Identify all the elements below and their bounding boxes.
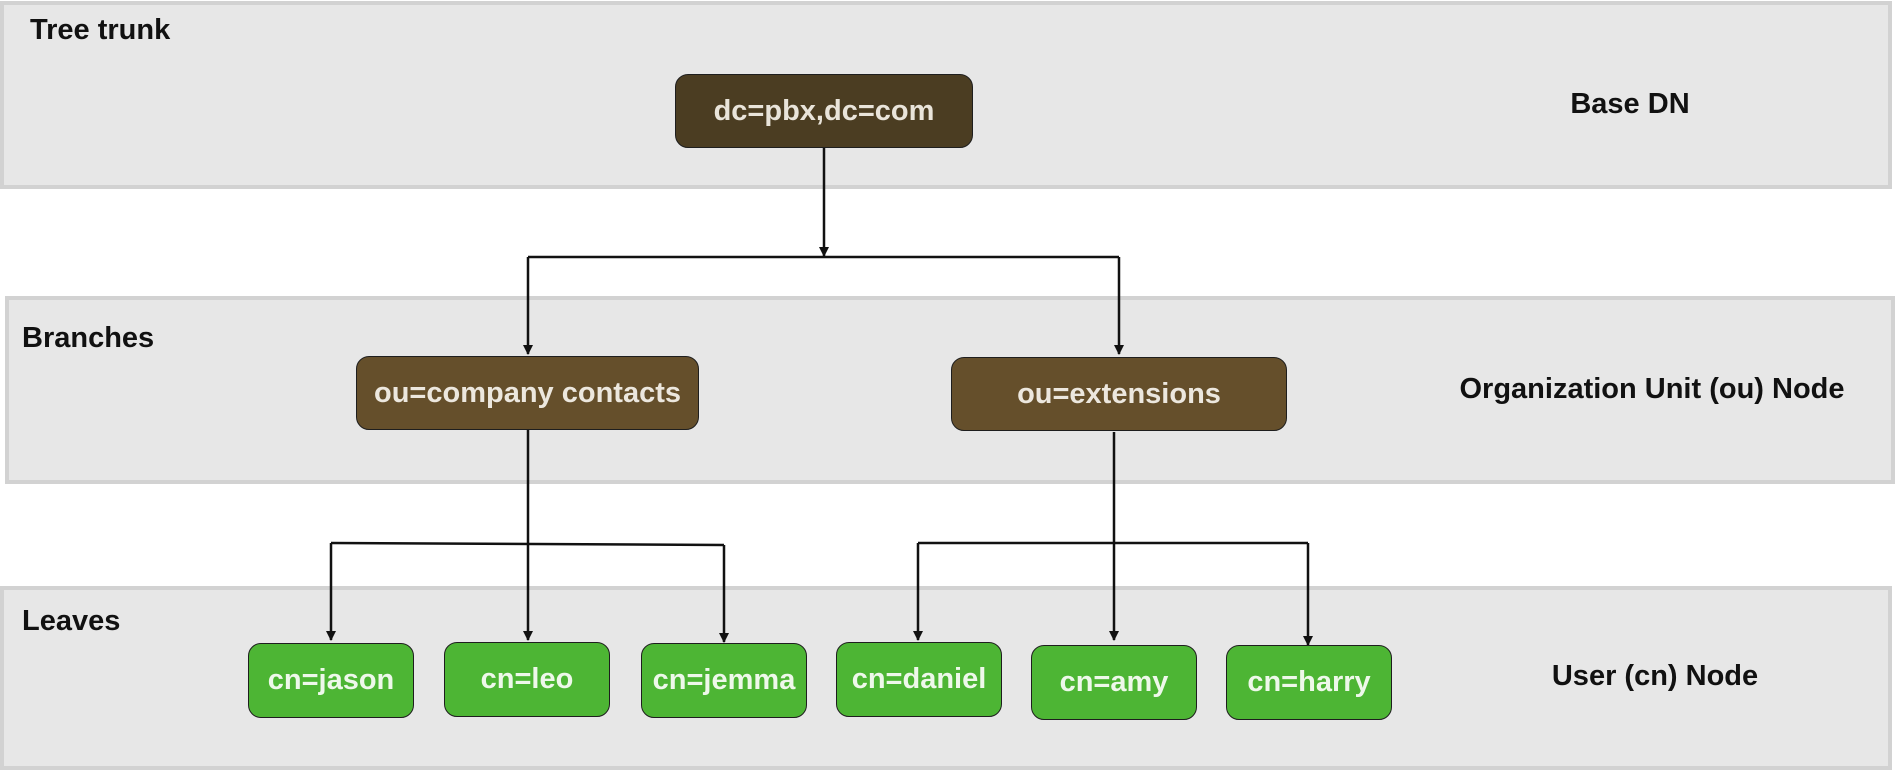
node-cn-jemma: cn=jemma [641,643,807,718]
connector-company-contacts-bus [330,541,725,547]
node-cn-jason: cn=jason [248,643,414,718]
band-branches [5,296,1895,484]
level-label-base-dn: Base DN [1570,88,1690,120]
band-title-tree-trunk: Tree trunk [30,14,171,46]
node-ou-company-contacts: ou=company contacts [356,356,699,430]
node-cn-amy: cn=amy [1031,645,1197,720]
node-ou-extensions: ou=extensions [951,357,1287,431]
node-cn-daniel: cn=daniel [836,642,1002,717]
node-cn-leo: cn=leo [444,642,610,717]
node-base-dn: dc=pbx,dc=com [675,74,973,148]
level-label-ou-node: Organization Unit (ou) Node [1459,373,1845,405]
node-cn-harry: cn=harry [1226,645,1392,720]
level-label-cn-node: User (cn) Node [1551,660,1759,692]
band-title-leaves: Leaves [22,605,121,637]
band-title-branches: Branches [22,322,155,354]
